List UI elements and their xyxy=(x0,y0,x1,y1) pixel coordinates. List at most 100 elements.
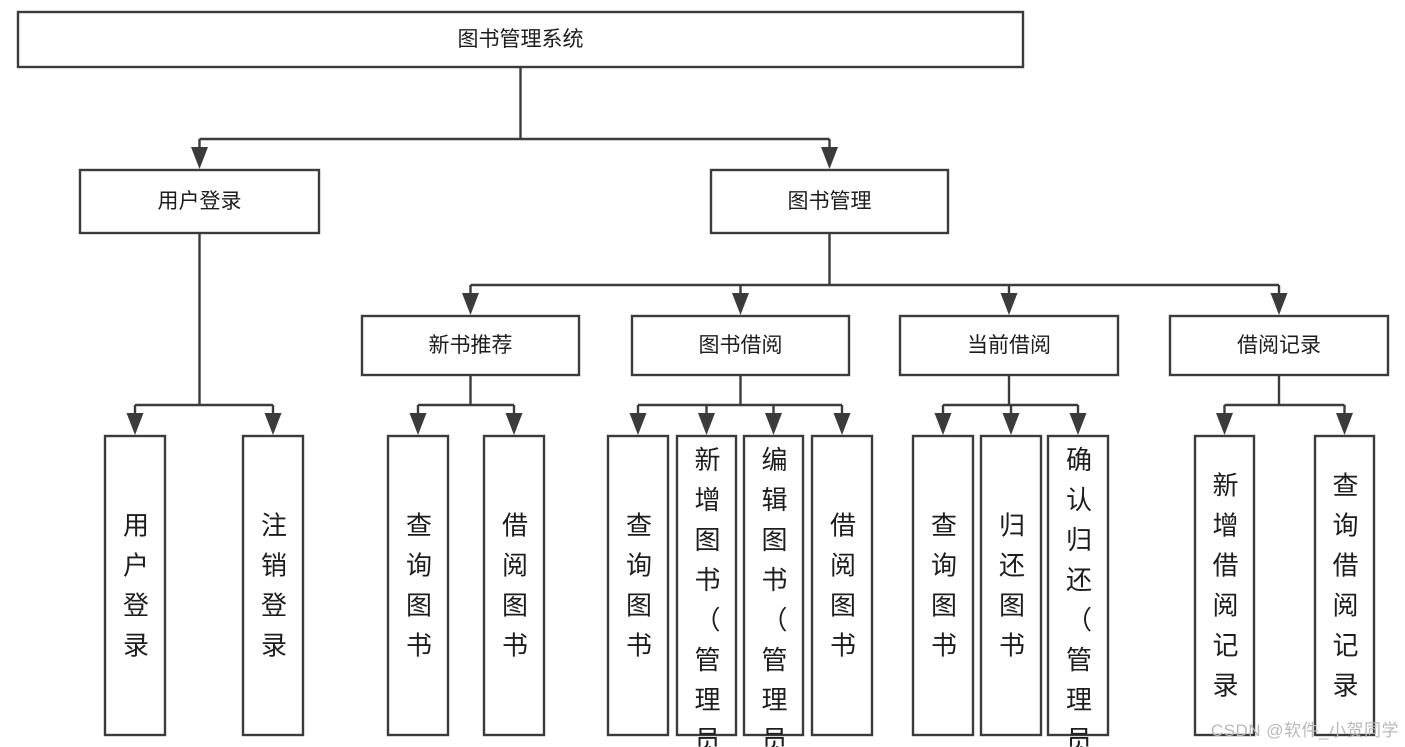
node-label-char: 借 xyxy=(1332,550,1358,580)
node-label-char: 认 xyxy=(1066,485,1092,515)
node-label-char: 图 xyxy=(761,525,787,555)
node-box xyxy=(1168,314,1390,377)
node-label-char: 图 xyxy=(502,590,528,620)
node-label-char: 员 xyxy=(1066,725,1092,747)
node-layer: 图书管理系统用户登录图书管理新书推荐图书借阅当前借阅借阅记录用户登录注销登录查询… xyxy=(16,10,1390,747)
node-box xyxy=(103,434,167,737)
node-label-char: 图 xyxy=(830,590,856,620)
node-box xyxy=(1193,434,1256,737)
arrow-head-icon xyxy=(934,413,952,435)
node-label-char: 管 xyxy=(1066,645,1092,675)
arrow-head-icon xyxy=(821,147,838,169)
node-box xyxy=(911,434,975,737)
node-box xyxy=(16,10,1025,69)
node-label-char: 阅 xyxy=(1332,590,1358,620)
node-label-char: 查 xyxy=(626,510,652,540)
arrow-head-icon xyxy=(191,147,208,169)
node-label-char: 书 xyxy=(406,630,432,660)
node-label-char: （ xyxy=(694,605,720,635)
arrow-head-icon xyxy=(1000,293,1018,315)
node-label-char: 员 xyxy=(694,725,720,747)
node-label-char: 归 xyxy=(999,510,1025,540)
node-label-char: 查 xyxy=(406,510,432,540)
node-label-char: 询 xyxy=(931,550,957,580)
node-box xyxy=(675,434,738,737)
node-label: 当前借阅 xyxy=(967,334,1051,357)
arrow-head-icon xyxy=(409,413,427,435)
node-label-char: 借 xyxy=(502,510,528,540)
arrow-head-icon xyxy=(462,293,479,315)
node-box xyxy=(482,434,546,737)
node-box xyxy=(1313,434,1376,737)
arrow-head-icon xyxy=(1216,413,1233,435)
node-label-char: 书 xyxy=(761,565,787,595)
node-root[interactable]: 图书管理系统 xyxy=(16,10,1025,69)
node-label: 图书管理 xyxy=(788,190,872,213)
node-book-manage[interactable]: 图书管理 xyxy=(709,168,950,235)
node-label-char: 借 xyxy=(830,510,856,540)
node-box xyxy=(709,168,950,235)
connector-layer xyxy=(126,67,1353,435)
node-box xyxy=(386,434,450,737)
node-label: 新书推荐 xyxy=(429,334,513,357)
node-box xyxy=(630,314,851,377)
node-label-char: 图 xyxy=(694,525,720,555)
arrow-head-icon xyxy=(732,293,749,315)
node-label: 借阅记录 xyxy=(1237,334,1321,357)
node-box xyxy=(742,434,805,737)
node-label-char: 理 xyxy=(1066,685,1092,715)
node-label-char: 登 xyxy=(261,590,287,620)
node-label-char: 录 xyxy=(1212,670,1238,700)
node-box xyxy=(78,168,321,235)
node-current-borrow[interactable]: 当前借阅 xyxy=(898,314,1120,377)
node-label-char: 录 xyxy=(1332,670,1358,700)
node-label-char: 编 xyxy=(761,445,787,475)
arrow-head-icon xyxy=(765,413,782,435)
node-label-char: 还 xyxy=(1066,565,1092,595)
arrow-head-icon xyxy=(833,413,851,435)
arrow-head-icon xyxy=(629,413,647,435)
node-user-login[interactable]: 用户登录 xyxy=(78,168,321,235)
node-label-char: 登 xyxy=(123,590,149,620)
arrow-head-icon xyxy=(126,413,144,435)
node-label-char: 书 xyxy=(999,630,1025,660)
node-label-char: 理 xyxy=(694,685,720,715)
node-box xyxy=(979,434,1043,737)
node-label-char: 查 xyxy=(931,510,957,540)
node-label-char: 询 xyxy=(1332,510,1358,540)
arrow-head-icon xyxy=(264,413,282,435)
node-box xyxy=(898,314,1120,377)
node-label-char: 借 xyxy=(1212,550,1238,580)
node-new-book-rec[interactable]: 新书推荐 xyxy=(360,314,581,377)
node-label-char: 询 xyxy=(406,550,432,580)
node-leaf-user-login[interactable]: 用户登录 xyxy=(103,434,167,737)
node-label-char: 图 xyxy=(931,590,957,620)
node-borrow-record[interactable]: 借阅记录 xyxy=(1168,314,1390,377)
node-box xyxy=(360,314,581,377)
node-label-char: 管 xyxy=(694,645,720,675)
node-book-borrow[interactable]: 图书借阅 xyxy=(630,314,851,377)
node-label-char: 辑 xyxy=(761,485,787,515)
node-label-char: 记 xyxy=(1212,630,1238,660)
node-label-char: 录 xyxy=(123,630,149,660)
arrow-head-icon xyxy=(1002,413,1020,435)
node-label: 用户登录 xyxy=(158,190,242,213)
node-label-char: 销 xyxy=(261,550,287,580)
node-label-char: 查 xyxy=(1332,470,1358,500)
node-label-char: 阅 xyxy=(502,550,528,580)
node-label-char: 增 xyxy=(1212,510,1238,540)
node-label-char: 增 xyxy=(694,485,720,515)
